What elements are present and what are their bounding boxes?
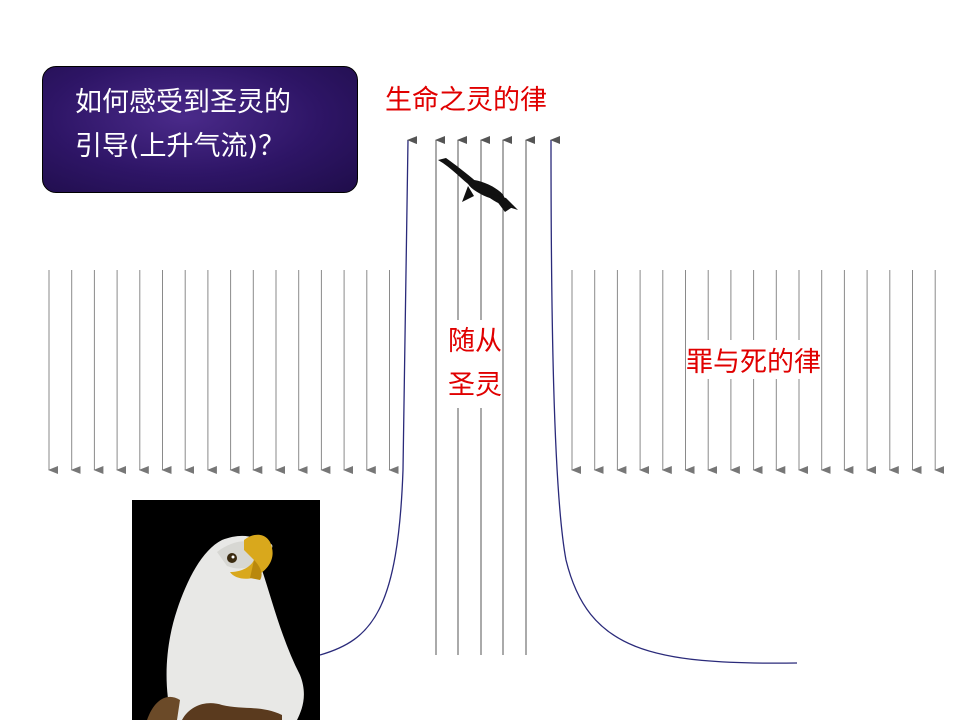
question-line-2: 引导(上升气流)？ (75, 131, 286, 162)
updraft-curve-left (319, 136, 418, 656)
soaring-eagle-icon (438, 158, 518, 212)
label-law-of-sin-and-death: 罪与死的律 (686, 340, 821, 379)
question-box: 如何感受到圣灵的 引导(上升气流)？ (42, 66, 358, 193)
label-follow-line-1: 随从 (448, 326, 502, 357)
label-law-of-spirit-of-life: 生命之灵的律 (385, 85, 547, 116)
label-follow-spirit: 随从 圣灵 (448, 320, 502, 408)
label-follow-line-2: 圣灵 (448, 370, 502, 401)
updraft-curve-right (550, 135, 798, 664)
bald-eagle-photo (132, 500, 320, 720)
question-line-1: 如何感受到圣灵的 (75, 87, 291, 118)
